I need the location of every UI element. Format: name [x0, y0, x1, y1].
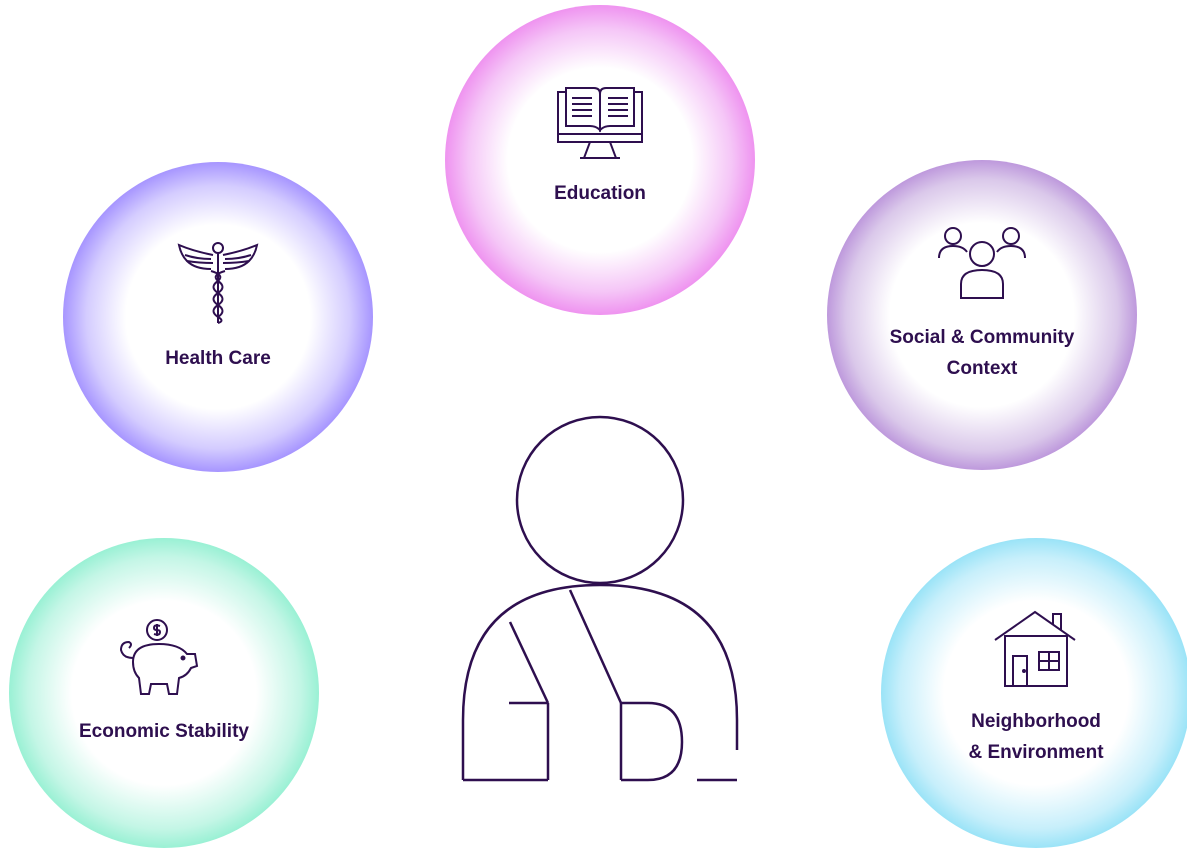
node-neighborhood-environment: Neighborhood & Environment [881, 538, 1187, 848]
label-line: Health Care [165, 347, 271, 369]
label-line: & Environment [968, 742, 1104, 763]
node-social-community: Social & Community Context [827, 160, 1137, 470]
node-health-care-label: Health Care [165, 343, 271, 374]
node-education: Education [445, 5, 755, 315]
node-social-community-label: Social & Community Context [890, 322, 1075, 384]
piggy-bank-icon [119, 618, 199, 695]
node-economic-stability-label: Economic Stability [79, 716, 249, 747]
label-line: Education [554, 182, 646, 204]
house-icon [994, 610, 1076, 687]
label-line: Economic Stability [79, 720, 249, 742]
node-neighborhood-environment-label: Neighborhood & Environment [968, 706, 1103, 768]
label-line: Social & Community [889, 327, 1075, 348]
book-monitor-icon [557, 86, 643, 159]
node-education-label: Education [554, 178, 646, 209]
person-arm-sling-icon [461, 415, 739, 782]
caduceus-icon [177, 241, 259, 324]
node-health-care: Health Care [63, 162, 373, 472]
label-line: Neighborhood [971, 711, 1101, 732]
label-line: Context [946, 358, 1018, 379]
node-economic-stability: Economic Stability [9, 538, 319, 848]
people-group-icon [938, 227, 1026, 299]
